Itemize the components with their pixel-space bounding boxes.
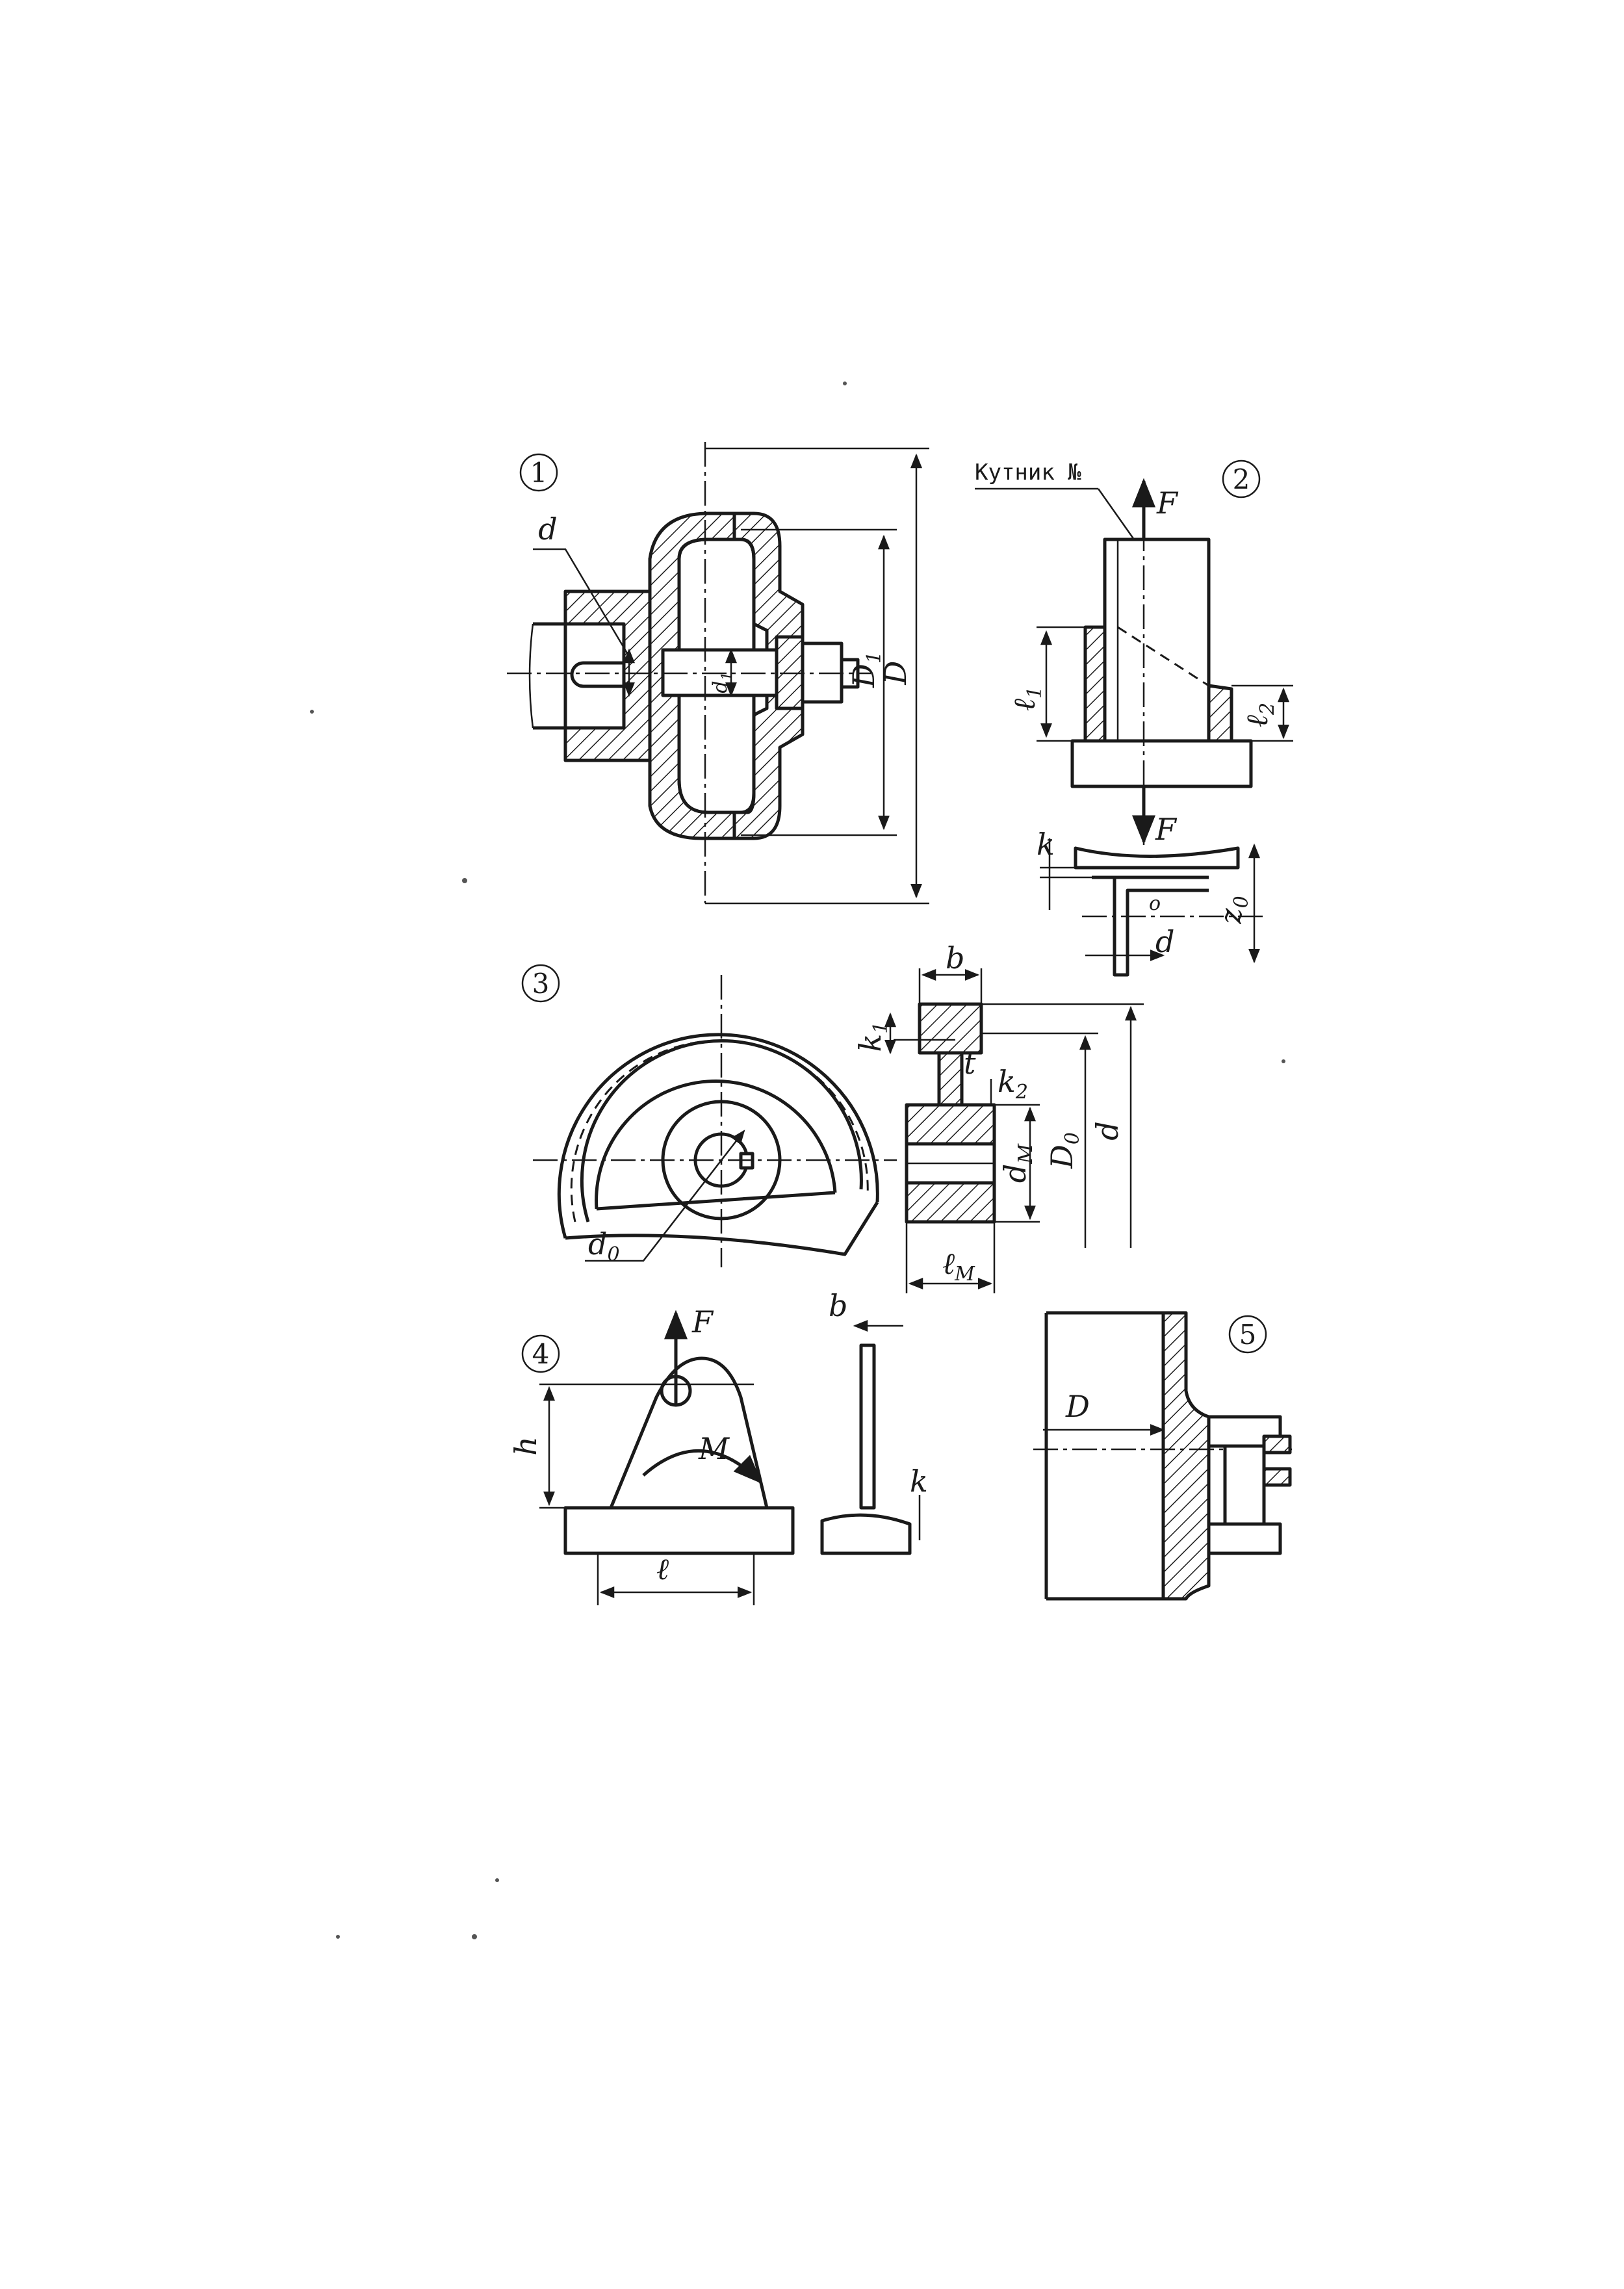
- speck: [472, 1934, 477, 1939]
- figure-4: 4 F M h ℓ b k: [508, 1288, 928, 1605]
- rim-section: [918, 1002, 983, 1055]
- label-l1: ℓ1: [1007, 686, 1046, 711]
- bolt-shank: [1223, 1444, 1266, 1526]
- label-o: o: [1149, 892, 1161, 915]
- speck: [310, 710, 314, 714]
- outer-rim-arc: [557, 1033, 879, 1239]
- web-cut-line: [596, 1191, 836, 1211]
- d0-leader: [585, 1130, 745, 1262]
- figure-5-number-badge: 5: [1228, 1315, 1267, 1354]
- label-d: d: [538, 511, 557, 547]
- flange-section: [1161, 1311, 1211, 1601]
- badge-circle: [519, 453, 558, 492]
- label-h: h: [508, 1436, 543, 1456]
- figure-3: 3 d0 b k1 t k2: [521, 940, 1144, 1293]
- label-k: k: [910, 1464, 928, 1499]
- inner-rim-arc: [580, 1039, 863, 1222]
- label-D: D: [1065, 1389, 1090, 1424]
- speck: [843, 382, 847, 385]
- angle-caption: Кутник №: [975, 459, 1081, 485]
- figure-4-number-badge: 4: [521, 1334, 560, 1373]
- caption-leader: [1097, 488, 1135, 540]
- label-M: M: [698, 1431, 730, 1466]
- label-d0: d0: [588, 1226, 620, 1266]
- figure-1-rim-inner: [677, 537, 756, 814]
- shaft-body: [533, 622, 567, 730]
- label-b: b: [829, 1288, 847, 1323]
- moment-arrow: [642, 1449, 763, 1484]
- figure-3-number-badge: 3: [521, 964, 560, 1003]
- label-dM: dM: [998, 1143, 1037, 1183]
- figure-3-number: 3: [532, 968, 550, 1000]
- web-outer-arc: [595, 1080, 837, 1209]
- shaft-break-line: [528, 623, 534, 729]
- figure-2-number-badge: 2: [1222, 459, 1261, 498]
- label-t: t: [964, 1046, 976, 1081]
- figure-1: 1 D D1 d1: [507, 442, 929, 905]
- speck: [1282, 1059, 1285, 1063]
- gusset-plate: [1070, 739, 1253, 788]
- angle-section: [1092, 875, 1209, 977]
- speck: [495, 1878, 499, 1882]
- rim-break-line: [565, 1201, 879, 1256]
- figure-2: 2 Кутник № F F ℓ1 ℓ2: [975, 459, 1293, 977]
- label-D1: D1: [846, 651, 886, 688]
- badge-circle: [521, 1334, 560, 1373]
- base-plate: [563, 1506, 795, 1555]
- badge-circle: [1228, 1315, 1267, 1354]
- label-k2: k2: [998, 1064, 1028, 1104]
- outer-rim-dashed-arc: [570, 1039, 869, 1222]
- inclined-weld-dashed: [1117, 626, 1209, 687]
- label-d: d: [1090, 1121, 1125, 1140]
- lug-side-view: [859, 1343, 876, 1510]
- web-section: [937, 1051, 964, 1107]
- badge-circle: [1222, 459, 1261, 498]
- bolt-nut: [1207, 1522, 1282, 1555]
- label-F: F: [691, 1304, 714, 1339]
- scan-specks: [310, 382, 1285, 1939]
- label-D0: D0: [1044, 1132, 1084, 1169]
- gasket-upper: [1262, 1434, 1292, 1455]
- d-leader: [533, 548, 630, 657]
- label-F-bottom: F: [1155, 812, 1178, 847]
- label-l2: ℓ2: [1239, 703, 1279, 727]
- label-F-top: F: [1156, 485, 1179, 521]
- label-b: b: [946, 940, 964, 976]
- speck: [336, 1935, 340, 1939]
- weld-right: [1207, 684, 1233, 743]
- label-d: d: [1155, 924, 1174, 959]
- badge-circle: [521, 964, 560, 1003]
- angle-elevation: [1103, 537, 1211, 743]
- base-side-view: [820, 1513, 912, 1555]
- figure-2-number: 2: [1233, 463, 1250, 495]
- label-k1: k1: [853, 1022, 892, 1052]
- label-lM: ℓM: [942, 1246, 975, 1286]
- section-plate: [1074, 846, 1240, 870]
- weld-left: [1083, 625, 1107, 743]
- label-k: k: [1037, 827, 1055, 862]
- speck: [462, 878, 467, 883]
- figure-5-number: 5: [1239, 1319, 1257, 1351]
- gasket-lower: [1262, 1467, 1292, 1487]
- figure-5: 5 D: [1033, 1311, 1293, 1601]
- figure-1-number: 1: [530, 457, 548, 489]
- label-d1: d1: [709, 671, 736, 693]
- figure-4-number: 4: [532, 1338, 550, 1370]
- figure-1-number-badge: 1: [519, 453, 558, 492]
- label-l: ℓ: [656, 1551, 669, 1586]
- label-z0: z0: [1213, 896, 1253, 924]
- lug-plate: [609, 1356, 769, 1510]
